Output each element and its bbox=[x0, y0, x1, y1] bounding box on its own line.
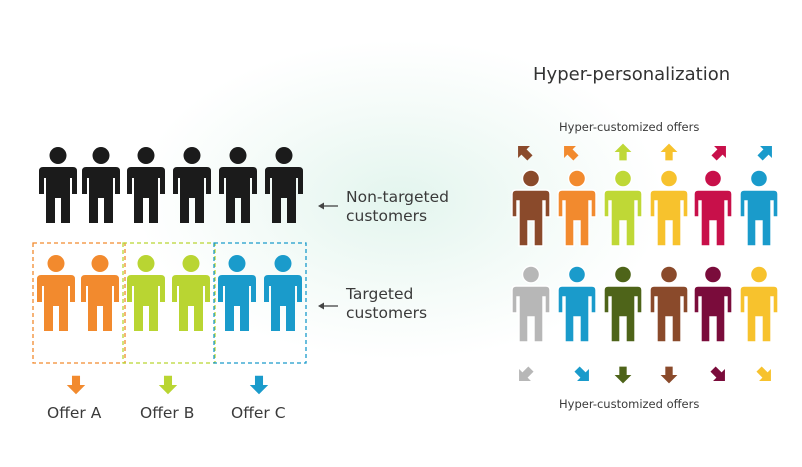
hyper-top-person-1 bbox=[511, 169, 551, 247]
non-targeted-person-2 bbox=[82, 147, 120, 223]
offer-a-label: Offer A bbox=[47, 404, 102, 422]
hyper-top-arrow-icon-4 bbox=[660, 143, 678, 161]
hyper-top-person-4 bbox=[649, 169, 689, 247]
bottom-offers-label: Hyper-customized offers bbox=[559, 397, 700, 411]
hyper-bottom-person-2 bbox=[557, 265, 597, 343]
hyper-bottom-person-1 bbox=[511, 265, 551, 343]
hyper-top-person-2 bbox=[557, 169, 597, 247]
targeted-person-b2 bbox=[172, 255, 210, 331]
segment-box-a bbox=[32, 242, 126, 364]
targeted-person-a2 bbox=[81, 255, 119, 331]
hyper-bottom-person-6 bbox=[739, 265, 779, 343]
offer-c-label: Offer C bbox=[231, 404, 286, 422]
hyper-top-person-5 bbox=[693, 169, 733, 247]
targeted-label-line2: customers bbox=[346, 304, 428, 322]
hyper-top-arrow-icon-6 bbox=[757, 146, 772, 161]
non-targeted-customers bbox=[39, 147, 303, 223]
hyper-top-arrow-icon-3 bbox=[614, 143, 632, 161]
targeted-customers bbox=[37, 255, 302, 331]
targeted-person-a1 bbox=[37, 255, 75, 331]
hyper-top-arrow-icon-2 bbox=[564, 146, 579, 161]
non-targeted-person-3 bbox=[127, 147, 165, 223]
hyper-bottom-row bbox=[511, 265, 779, 384]
non-targeted-person-1 bbox=[39, 147, 77, 223]
hyper-bottom-arrow-icon-4 bbox=[660, 366, 678, 384]
hyper-top-row bbox=[511, 143, 779, 247]
hyper-bottom-arrow-icon-6 bbox=[756, 366, 771, 381]
non-targeted-person-5 bbox=[219, 147, 257, 223]
hyper-bottom-arrow-icon-1 bbox=[519, 366, 534, 381]
non-targeted-label-line2: customers bbox=[346, 207, 428, 225]
offer-b-arrow-icon bbox=[158, 375, 178, 395]
hyper-top-person-6 bbox=[739, 169, 779, 247]
hyper-bottom-arrow-icon-5 bbox=[710, 366, 725, 381]
non-targeted-pointer-icon bbox=[318, 202, 338, 210]
offer-c-arrow-icon bbox=[249, 375, 269, 395]
targeted-person-c1 bbox=[218, 255, 256, 331]
offer-a-arrow-icon bbox=[66, 375, 86, 395]
offer-b-label: Offer B bbox=[140, 404, 195, 422]
non-targeted-label-line1: Non-targeted bbox=[346, 188, 449, 206]
hyper-top-arrow-icon-5 bbox=[711, 146, 726, 161]
hyper-bottom-arrow-icon-2 bbox=[574, 366, 589, 381]
offer-arrows bbox=[66, 375, 269, 395]
top-offers-label: Hyper-customized offers bbox=[559, 120, 700, 134]
hyper-bottom-arrow-icon-3 bbox=[614, 366, 632, 384]
non-targeted-person-4 bbox=[173, 147, 211, 223]
targeted-person-b1 bbox=[127, 255, 165, 331]
hyper-bottom-person-4 bbox=[649, 265, 689, 343]
segment-boxes bbox=[32, 242, 307, 364]
non-targeted-person-6 bbox=[265, 147, 303, 223]
targeted-label-line1: Targeted bbox=[346, 285, 414, 303]
segment-box-c bbox=[213, 242, 307, 364]
hyper-bottom-person-5 bbox=[693, 265, 733, 343]
label-pointer-arrows bbox=[318, 202, 338, 310]
targeted-person-c2 bbox=[264, 255, 302, 331]
page-title: Hyper-personalization bbox=[533, 64, 731, 85]
hyper-bottom-person-3 bbox=[603, 265, 643, 343]
segment-box-b bbox=[122, 242, 216, 364]
hyper-top-arrow-icon-1 bbox=[518, 146, 533, 161]
targeted-pointer-icon bbox=[318, 302, 338, 310]
hyper-top-person-3 bbox=[603, 169, 643, 247]
